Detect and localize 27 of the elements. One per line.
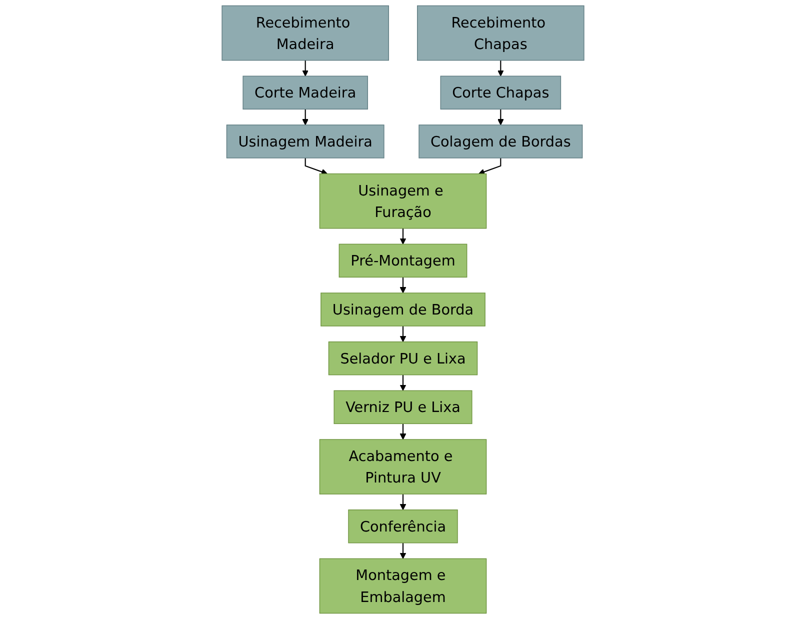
arrow [400,277,406,294]
node-box: Corte Chapas [440,76,562,110]
node-box: Usinagem e Furação [319,173,487,229]
node-box: Usinagem Madeira [226,124,384,158]
node-box: Selador PU e Lixa [328,341,478,376]
node-box: Acabamento e Pintura UV [319,439,487,494]
arrow [304,158,328,175]
node-box: Verniz PU e Lixa [334,390,472,424]
arrow [400,326,406,342]
arrow [400,424,406,440]
node-box: Recebimento Chapas [417,5,584,61]
arrow [478,158,502,175]
node-box: Conferência [348,510,458,544]
arrow [400,542,406,559]
arrow [400,228,406,244]
node-box: Montagem e Embalagem [319,558,487,614]
arrow [400,374,406,391]
node-box: Pré-Montagem [338,244,468,278]
node-box: Usinagem de Borda [320,292,486,326]
arrow [302,60,308,76]
arrow [400,494,406,510]
node-box: Corte Madeira [242,76,368,110]
node-box: Recebimento Madeira [222,5,389,61]
node-box: Colagem de Bordas [418,124,583,158]
arrow [498,60,504,76]
arrow [302,109,308,126]
arrow [498,109,504,126]
